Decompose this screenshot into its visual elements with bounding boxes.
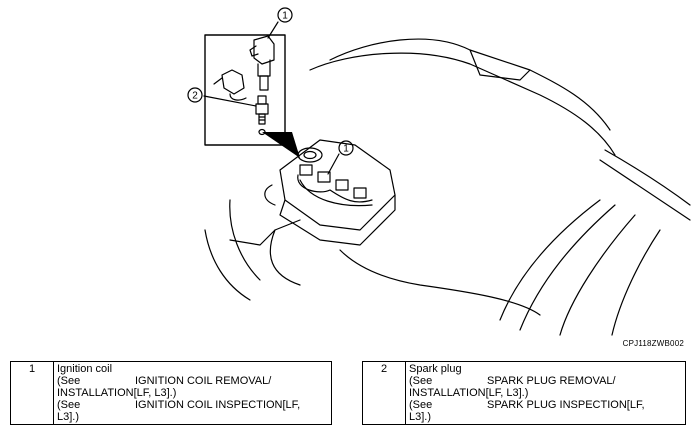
legend-title: Ignition coil [57,363,113,375]
reference-continuation: INSTALLATION[LF, L3].) [57,387,177,399]
callout-1-engine: 1 [343,144,349,155]
reference-row: (See IGNITION COIL REMOVAL/ [57,375,328,387]
reference-row: (See SPARK PLUG INSPECTION[LF, [409,399,682,411]
legend-number: 2 [362,361,406,425]
reference-continuation: L3].) [409,411,432,423]
reference-link-ignition-coil-inspection[interactable]: IGNITION COIL INSPECTION[LF, [135,399,301,411]
reference-continuation: INSTALLATION[LF, L3].) [409,387,529,399]
figure-code: CPJ118ZWB002 [622,339,684,348]
reference-continuation: L3].) [57,411,80,423]
legend-table-spark-plug: 2 Spark plug (See SPARK PLUG REMOVAL/ IN… [362,361,686,425]
callout-1-top: 1 [282,11,288,22]
reference-link-ignition-coil-removal[interactable]: IGNITION COIL REMOVAL/ [135,375,272,387]
see-label: (See [409,399,433,411]
legend-table-ignition-coil: 1 Ignition coil (See IGNITION COIL REMOV… [10,361,332,425]
engine-illustration: 1 2 1 [187,7,691,336]
legend-content: Ignition coil (See IGNITION COIL REMOVAL… [53,361,332,425]
legend-title: Spark plug [409,363,462,375]
reference-row: (See SPARK PLUG REMOVAL/ [409,375,682,387]
callout-2: 2 [192,91,198,102]
see-label: (See [409,375,433,387]
legend-content: Spark plug (See SPARK PLUG REMOVAL/ INST… [405,361,686,425]
legend-number: 1 [10,361,54,425]
see-label: (See [57,375,81,387]
see-label: (See [57,399,81,411]
reference-link-spark-plug-inspection[interactable]: SPARK PLUG INSPECTION[LF, [487,399,645,411]
reference-link-spark-plug-removal[interactable]: SPARK PLUG REMOVAL/ [487,375,616,387]
reference-row: (See IGNITION COIL INSPECTION[LF, [57,399,328,411]
